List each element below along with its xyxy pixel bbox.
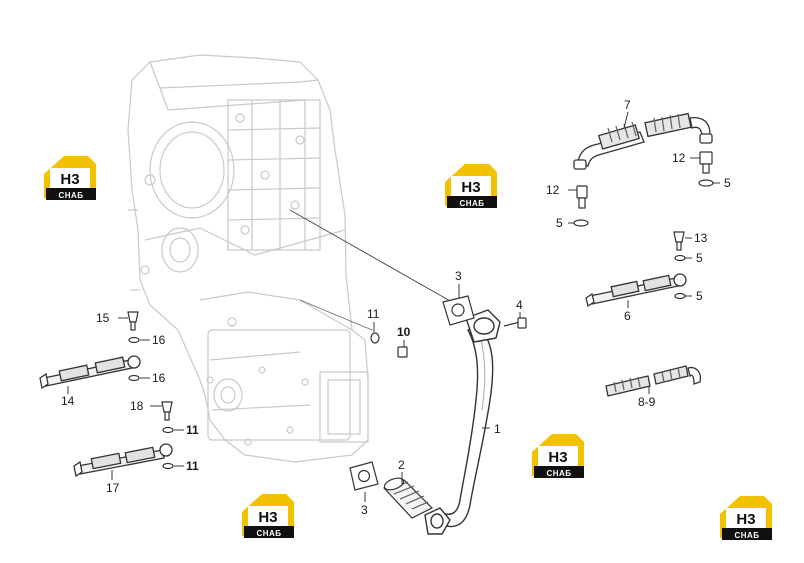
svg-text:H3: H3 xyxy=(258,509,277,526)
washer-5-right xyxy=(698,179,714,187)
port-leader-line xyxy=(289,209,453,303)
svg-text:H3: H3 xyxy=(736,511,755,528)
callout-2: 2 xyxy=(398,458,405,472)
hose-assembly-6 xyxy=(585,273,687,308)
callout-3-lower: 3 xyxy=(361,503,368,517)
port-leader-line-2 xyxy=(299,299,373,331)
washer-16-lower xyxy=(128,374,140,382)
callout-16-lower: 16 xyxy=(152,371,166,385)
washer-16-upper xyxy=(128,336,140,344)
callout-10: 10 xyxy=(397,325,411,339)
callout-5-d: 5 xyxy=(696,289,703,303)
callout-11-upper: 11 xyxy=(186,423,199,437)
washer-5-upper xyxy=(674,254,686,262)
transmission-housing xyxy=(127,54,369,463)
fitting-12-right xyxy=(699,151,713,174)
leader-lines xyxy=(67,111,720,502)
callout-5-b: 5 xyxy=(556,216,563,230)
gasket-lower xyxy=(349,461,379,491)
callout-6: 6 xyxy=(624,309,631,323)
suction-pipe xyxy=(424,309,501,535)
svg-text:СНАБ: СНАБ xyxy=(256,529,281,538)
bolt-13 xyxy=(673,231,685,251)
callout-12-right: 12 xyxy=(672,151,686,165)
callout-labels: 1 2 3 3 4 5 5 5 5 6 7 8-9 10 11 11 11 12… xyxy=(61,98,731,517)
svg-text:СНАБ: СНАБ xyxy=(459,199,484,208)
svg-text:H3: H3 xyxy=(60,171,79,188)
watermark-logo-1: H3 СНАБ xyxy=(44,156,96,200)
callout-15: 15 xyxy=(96,311,110,325)
washer-5-lower xyxy=(674,292,686,300)
gasket-upper xyxy=(442,295,475,326)
washer-11-lower xyxy=(162,462,174,470)
callout-14: 14 xyxy=(61,394,75,408)
watermark-logo-5: H3 СНАБ xyxy=(720,496,772,540)
callout-11-housing: 11 xyxy=(367,307,380,321)
callout-18: 18 xyxy=(130,399,144,413)
bolt-15 xyxy=(127,311,139,331)
callout-13: 13 xyxy=(694,231,708,245)
callout-4: 4 xyxy=(516,298,523,312)
plug-10 xyxy=(397,346,408,358)
svg-text:СНАБ: СНАБ xyxy=(734,531,759,540)
svg-text:СНАБ: СНАБ xyxy=(546,469,571,478)
callout-3-upper: 3 xyxy=(455,269,462,283)
callout-5-a: 5 xyxy=(724,176,731,190)
watermark-logo-4: H3 СНАБ xyxy=(242,494,294,538)
hose-assembly-14 xyxy=(39,355,141,390)
callout-1: 1 xyxy=(494,422,501,436)
callout-5-c: 5 xyxy=(696,251,703,265)
svg-text:H3: H3 xyxy=(548,449,567,466)
callout-16-upper: 16 xyxy=(152,333,166,347)
washer-11-upper xyxy=(162,426,174,434)
bolt-4 xyxy=(503,317,527,329)
callout-7: 7 xyxy=(624,98,631,112)
callout-11-lower: 11 xyxy=(186,459,199,473)
bolt-18 xyxy=(161,401,173,421)
washer-5-left xyxy=(573,219,589,227)
callout-12-left: 12 xyxy=(546,183,560,197)
callout-8-9: 8-9 xyxy=(638,395,656,409)
washer-11 xyxy=(370,332,380,344)
rubber-sleeve xyxy=(382,477,434,519)
callout-17: 17 xyxy=(106,481,120,495)
watermark-logo-3: H3 СНАБ xyxy=(532,434,584,478)
watermark-logo-2: H3 СНАБ xyxy=(445,164,497,208)
svg-text:H3: H3 xyxy=(461,179,480,196)
fitting-12-left xyxy=(576,185,588,209)
hose-assembly-7 xyxy=(573,112,713,170)
hose-assembly-8-9 xyxy=(605,365,702,397)
svg-text:СНАБ: СНАБ xyxy=(58,191,83,200)
hose-assembly-17 xyxy=(73,443,173,478)
